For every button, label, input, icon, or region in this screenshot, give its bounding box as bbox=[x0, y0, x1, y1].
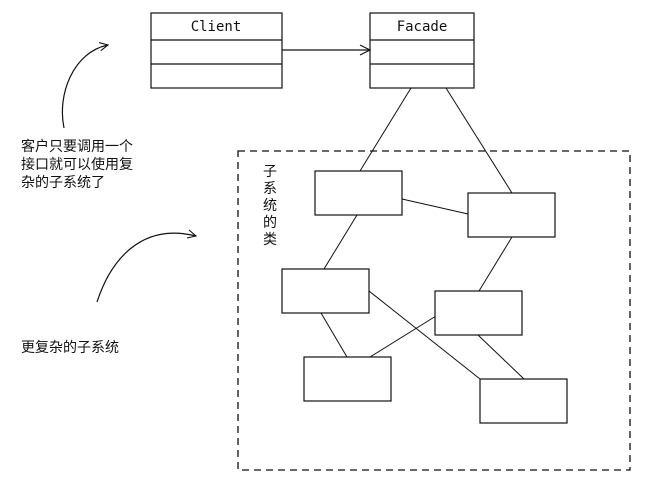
client-note-line: 接口就可以使用复 bbox=[21, 156, 133, 173]
subsystem-classes-label: 子 系 统 的 类 bbox=[263, 164, 277, 248]
subsystem-note-arrow bbox=[96, 229, 198, 303]
subsystem-note: 更复杂的子系统 bbox=[21, 339, 119, 356]
subsystem-boundary bbox=[237, 150, 631, 471]
subsystem-label-char: 系 bbox=[263, 181, 277, 197]
subsystem-d-to-e-line bbox=[369, 315, 437, 358]
facade-to-subsystem-a-line bbox=[359, 87, 412, 172]
subsystem-class-e bbox=[303, 356, 392, 402]
connection-lines bbox=[320, 87, 525, 380]
subsystem-label-char: 统 bbox=[263, 198, 277, 214]
subsystem-class-d bbox=[434, 290, 523, 336]
subsystem-label-char: 的 bbox=[263, 215, 277, 231]
subsystem-b-to-d-line bbox=[478, 236, 513, 292]
client-class-title: Client bbox=[191, 19, 242, 35]
subsystem-class-b bbox=[467, 192, 556, 238]
subsystem-d-to-f-line bbox=[477, 334, 525, 380]
subsystem-class-f bbox=[479, 378, 568, 424]
subsystem-c-to-f-line bbox=[368, 290, 481, 380]
client-class-box: Client bbox=[150, 12, 283, 89]
subsystem-label-char: 类 bbox=[263, 232, 277, 248]
client-note-arrow bbox=[61, 42, 110, 129]
facade-class-box: Facade bbox=[369, 12, 475, 89]
subsystem-a-to-b-line bbox=[401, 198, 469, 215]
facade-to-subsystem-b-line bbox=[445, 87, 513, 194]
subsystem-c-to-e-line bbox=[320, 312, 348, 358]
subsystem-a-to-c-line bbox=[323, 214, 358, 270]
client-note: 客户只要调用一个 接口就可以使用复 杂的子系统了 bbox=[21, 138, 133, 191]
subsystem-class-c bbox=[281, 268, 370, 314]
client-note-line: 客户只要调用一个 bbox=[21, 138, 133, 155]
facade-class-title: Facade bbox=[397, 19, 448, 35]
client-note-line: 杂的子系统了 bbox=[21, 175, 105, 191]
subsystem-label-char: 子 bbox=[263, 164, 277, 180]
subsystem-class-a bbox=[314, 170, 403, 216]
